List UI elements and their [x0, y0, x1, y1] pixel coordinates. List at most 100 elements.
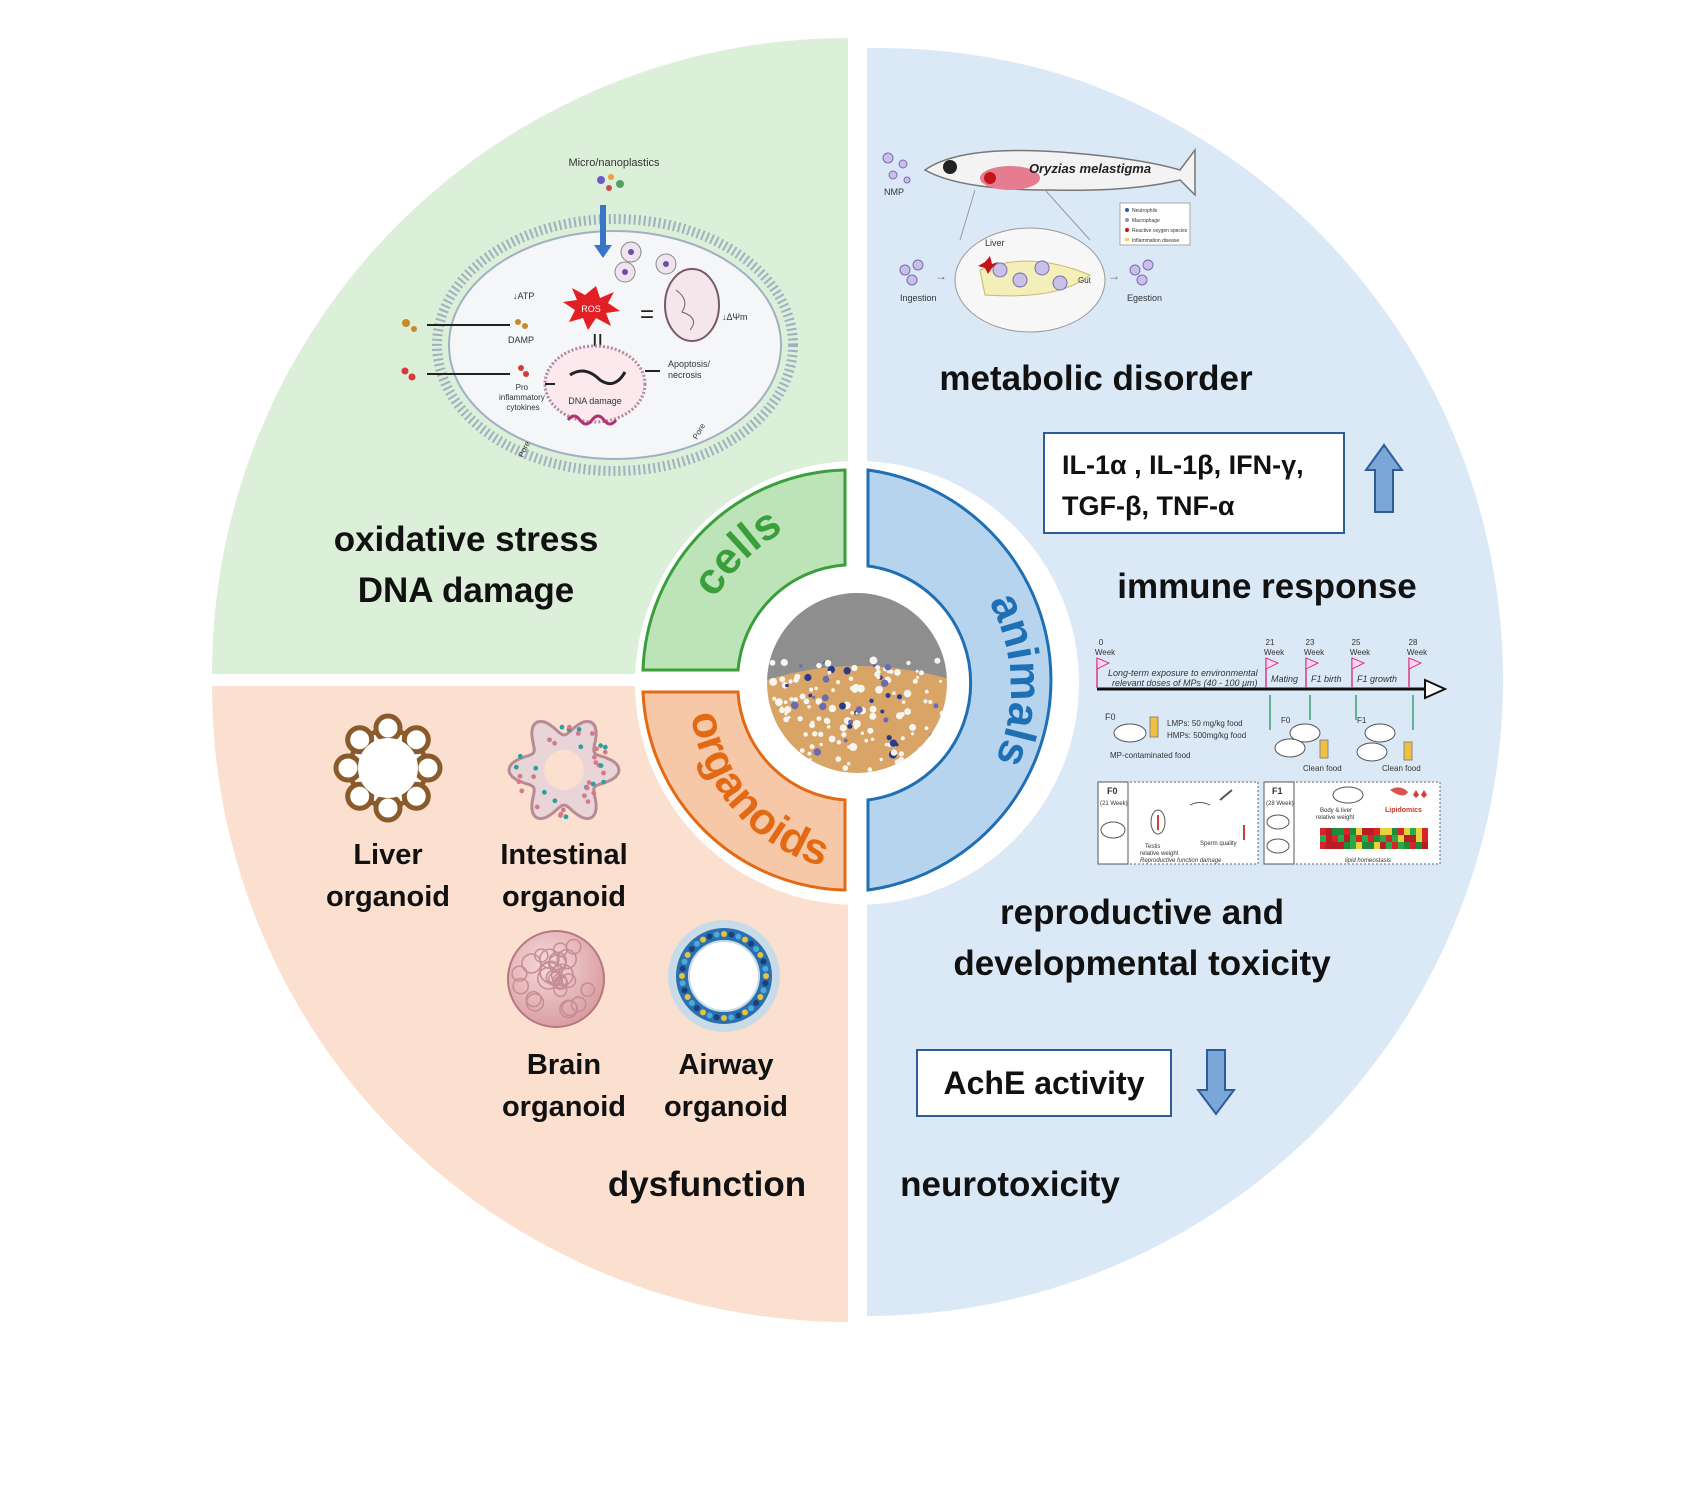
week-number-3: 23 — [1306, 638, 1315, 647]
clean-food-label-1: Clean food — [1303, 764, 1342, 773]
svg-text:→: → — [1108, 269, 1120, 283]
week-flag-3 — [1305, 657, 1320, 670]
fish-species-label: Oryzias melastigma — [1029, 161, 1151, 176]
ache-label: AchE activity — [944, 1065, 1145, 1101]
week-number-5: 28 — [1409, 638, 1418, 647]
liver-organoid-line-1: Liver — [353, 839, 422, 871]
liver-organoid-icon — [333, 713, 443, 823]
animals-segment — [866, 468, 1053, 892]
f1-birth-label: F1 birth — [1311, 674, 1342, 684]
organoids-segment — [641, 690, 847, 892]
body-liver-line-2: relative weight — [1316, 815, 1355, 821]
pro-inflammatory-line-2: inflammatory — [499, 393, 545, 402]
lipid-homeostasis-label: lipid homeostasis — [1345, 858, 1391, 864]
ros-label: ROS — [581, 304, 601, 314]
heading-oxidative-stress: oxidative stress — [334, 520, 599, 559]
testis-line-1: Testis — [1145, 844, 1160, 850]
week-flag-1 — [1096, 657, 1111, 670]
cytokines-line-2: TGF-β, TNF-α — [1062, 491, 1235, 521]
exposure-line-1: Long-term exposure to environmental — [1108, 668, 1259, 678]
box-f0-week: (21 Week) — [1100, 801, 1128, 807]
cytokines-line-1: IL-1α , IL-1β, IFN-γ, — [1062, 450, 1304, 480]
ache-box: AchE activity — [916, 1049, 1172, 1117]
week-number-2: 21 — [1266, 638, 1275, 647]
lmps-label: LMPs: 50 mg/kg food — [1167, 719, 1243, 728]
down-arrow-icon — [1196, 1049, 1236, 1116]
ingestion-label: Ingestion — [900, 293, 937, 303]
week-flag-5 — [1408, 657, 1423, 670]
fish-illustration: NMP Oryzias melastigma Neutrophils Macro… — [882, 147, 1196, 333]
heading-dysfunction: dysfunction — [608, 1165, 806, 1204]
cell-mechanism-illustration: Micro/nanoplastics ROS = II ↓ΔΨm DNA dam… — [401, 157, 798, 476]
intestinal-organoid-line-1: Intestinal — [500, 839, 627, 871]
microplastic-sample-image — [767, 593, 947, 773]
svg-text:II: II — [592, 331, 603, 353]
box-f1-week: (28 Week) — [1266, 801, 1294, 807]
nmp-label: NMP — [884, 187, 904, 197]
micro-nanoplastics-label: Micro/nanoplastics — [568, 157, 660, 169]
intestinal-organoid-icon — [507, 719, 621, 821]
box-f1-label: F1 — [1272, 786, 1283, 796]
heading-developmental-toxicity: developmental toxicity — [953, 944, 1331, 983]
heading-metabolic-disorder: metabolic disorder — [939, 359, 1253, 398]
heading-dna-damage: DNA damage — [358, 571, 575, 610]
heading-immune-response: immune response — [1117, 567, 1417, 606]
mating-label: Mating — [1271, 674, 1298, 684]
apoptosis-line-1: Apoptosis/ — [668, 359, 711, 369]
clean-food-label-2: Clean food — [1382, 764, 1421, 773]
brain-organoid-icon — [507, 930, 605, 1028]
pro-inflammatory-line-1: Pro — [516, 383, 529, 392]
liver-organoid-line-2: organoid — [326, 881, 450, 913]
exposure-line-2: relevant doses of MPs (40 - 100 μm) — [1112, 678, 1258, 688]
sperm-label: Sperm quality — [1200, 841, 1237, 847]
intestinal-organoid-line-2: organoid — [502, 881, 626, 913]
lipidomics-label: Lipidomics — [1385, 807, 1422, 814]
apoptosis-line-2: necrosis — [668, 370, 702, 380]
legend-item-3: Reactive oxygen species — [1132, 228, 1188, 234]
airway-organoid-line-2: organoid — [664, 1091, 788, 1123]
week-number-4: 25 — [1352, 638, 1361, 647]
repro-damage-label: Reproductive function damage — [1140, 858, 1222, 864]
dna-damage-small-label: DNA damage — [568, 396, 622, 406]
f1-timeline-label: F1 — [1357, 716, 1367, 725]
legend-item-4: Inflammation disease — [1132, 238, 1179, 244]
svg-text:→: → — [935, 269, 947, 283]
svg-text:Testis relative weight: Testis relative weight — [1140, 844, 1179, 857]
airway-organoid-icon — [668, 920, 780, 1032]
damp-label: DAMP — [508, 335, 534, 345]
f1-growth-label: F1 growth — [1357, 674, 1397, 684]
week-word-4: Week — [1350, 648, 1371, 657]
heading-reproductive: reproductive and — [1000, 893, 1284, 932]
cells-segment — [641, 468, 847, 672]
hmps-label: HMPs: 500mg/kg food — [1167, 731, 1246, 740]
pro-inflammatory-line-3: cytokines — [506, 403, 539, 412]
atp-label: ↓ATP — [513, 291, 534, 301]
week-flag-2 — [1265, 657, 1280, 670]
svg-text:Apoptosis/ necrosis: Apoptosis/ necrosis — [668, 359, 713, 380]
svg-text:=: = — [640, 301, 654, 328]
airway-organoid-line-1: Airway — [678, 1049, 773, 1081]
week-word-5: Week — [1407, 648, 1428, 657]
f0-label: F0 — [1105, 712, 1116, 722]
legend-item-2: Macrophage — [1132, 218, 1160, 224]
week-word-2: Week — [1264, 648, 1285, 657]
svg-text:Body & liver relative we: Body & liver relative weight — [1316, 808, 1355, 821]
svg-text:Pro inflammatory c: Pro inflammatory cytokines — [499, 383, 547, 412]
brain-organoid-line-1: Brain — [527, 1049, 601, 1081]
egestion-label: Egestion — [1127, 293, 1162, 303]
heading-neurotoxicity: neurotoxicity — [900, 1165, 1120, 1204]
up-arrow-icon — [1364, 443, 1404, 513]
liver-label: Liver — [985, 238, 1005, 248]
gut-label: Gut — [1078, 276, 1092, 285]
f0-mating-label: F0 — [1281, 716, 1291, 725]
box-f0-label: F0 — [1107, 786, 1118, 796]
delta-psi-label: ↓ΔΨm — [722, 312, 748, 322]
week-word-1: Week — [1095, 648, 1116, 657]
week-word-3: Week — [1304, 648, 1325, 657]
testis-line-2: relative weight — [1140, 851, 1179, 857]
mp-food-label: MP-contaminated food — [1110, 751, 1191, 760]
week-flag-4 — [1351, 657, 1366, 670]
legend-item-1: Neutrophils — [1132, 208, 1158, 214]
